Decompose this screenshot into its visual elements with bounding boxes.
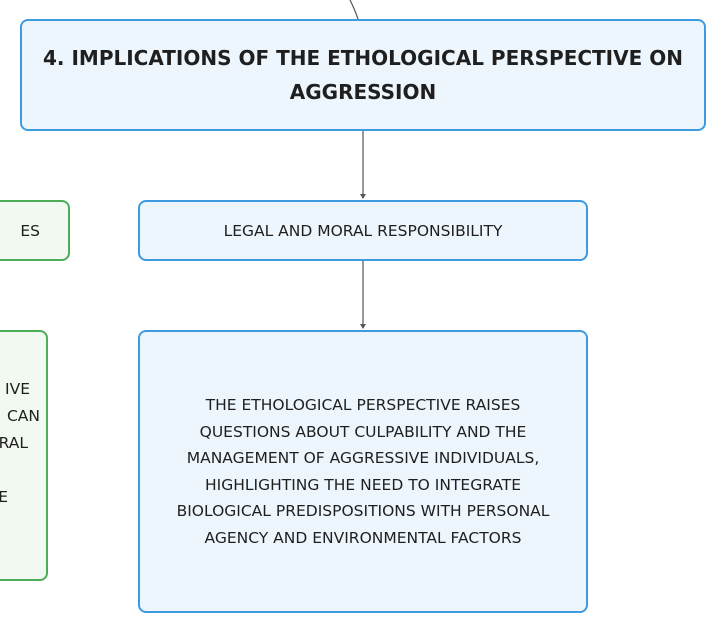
detail-text: THE ETHOLOGICAL PERSPECTIVE RAISES QUEST… [176,396,550,547]
left-node-bottom[interactable]: IVE CAN RAL E [0,330,48,581]
subtopic-node[interactable]: LEGAL AND MORAL RESPONSIBILITY [138,200,588,261]
left-node-bottom-text: IVE CAN RAL E [0,376,46,511]
main-topic-node[interactable]: 4. IMPLICATIONS OF THE ETHOLOGICAL PERSP… [20,19,706,131]
left-node-top-label: ES [20,221,40,240]
arrowhead-sub [360,194,366,199]
connector-top [349,0,359,20]
detail-node[interactable]: THE ETHOLOGICAL PERSPECTIVE RAISES QUEST… [138,330,588,613]
left-line: E [0,484,46,511]
arrowhead-detail [360,324,366,329]
left-line: CAN [6,407,40,425]
left-line: IVE [5,380,30,398]
subtopic-label: LEGAL AND MORAL RESPONSIBILITY [223,221,503,240]
left-line [0,457,46,484]
main-topic-label: 4. IMPLICATIONS OF THE ETHOLOGICAL PERSP… [43,46,683,104]
left-line: RAL [0,434,28,452]
left-node-top[interactable]: ES [0,200,70,261]
